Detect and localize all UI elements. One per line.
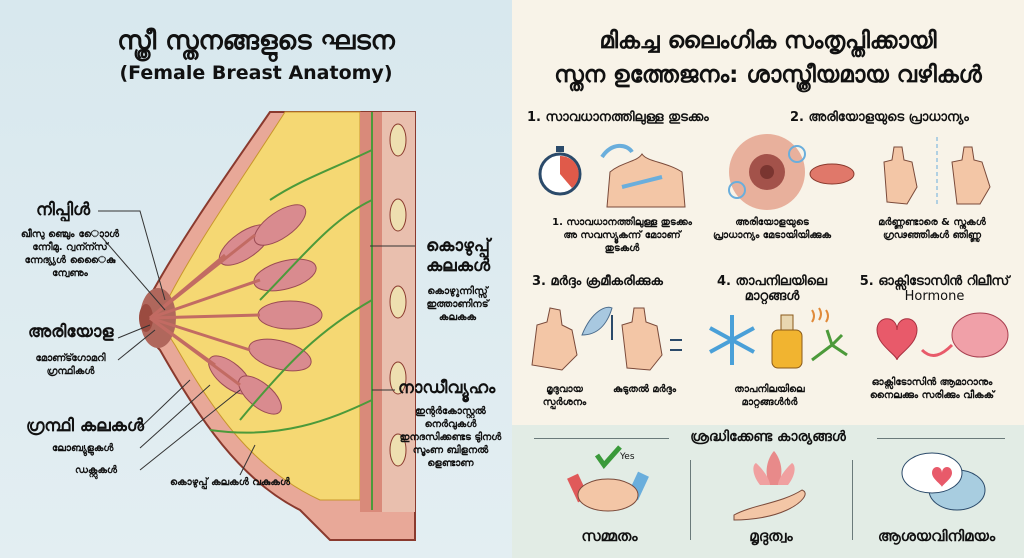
handshake-icon bbox=[567, 471, 649, 512]
label-nipple: നിപ്പിൾ bbox=[36, 200, 91, 220]
important-points-section: ശ്രദ്ധിക്കേണ്ട കാര്യങ്ങൾ Yes സമ്മതം മൃദു… bbox=[512, 425, 1024, 558]
step-5-desc: ഓക്സിടോസിൻ ആമാറാനും നൈലക്കും സരിക്കും വീ… bbox=[869, 377, 995, 401]
hand-left-icon bbox=[883, 146, 918, 205]
consent-label: സമ്മതം bbox=[581, 527, 638, 545]
torso-icon bbox=[606, 153, 686, 208]
snowflake-icon bbox=[709, 315, 755, 365]
heading-rule-left bbox=[534, 438, 669, 439]
label-nerves: നാഡീവ്യൂഹം bbox=[398, 378, 496, 398]
lips-icon bbox=[809, 163, 855, 185]
ducts-lines bbox=[149, 233, 261, 387]
step-2-heading: 2. അരിയോളയുടെ പ്രാധാന്യം bbox=[790, 110, 969, 125]
breast-anatomy-diagram bbox=[98, 111, 416, 541]
label-nipple-desc: ഖീസു ഞ്ചെും ൊോൾ ന്നേീമു. റ്വന്ന്സ് ന്നേദ… bbox=[20, 229, 120, 279]
label-fat-bottom: കൊഴുപ്പ് കലകൾ വകുകൾ bbox=[170, 477, 290, 488]
leader-lines bbox=[98, 210, 415, 476]
checkmark-icon bbox=[594, 445, 622, 470]
divider-1 bbox=[690, 460, 691, 540]
heart-icon bbox=[876, 318, 918, 361]
important-icons bbox=[567, 445, 986, 521]
step-3-heading: 3. മർദ്ദം ക്രമീകരിക്കുക bbox=[532, 274, 663, 289]
step-2-desc: അരിയോളയുടെ പ്രാധാന്യം മേടായിയിക്കുക bbox=[712, 217, 832, 241]
nerve-lines bbox=[209, 112, 373, 510]
ribs bbox=[389, 123, 407, 467]
step-1-desc: 1. സാവധാനത്തിലുള്ള തുടക്കം അ സവസ്യൂകന്ന്… bbox=[552, 217, 692, 254]
guide-title-line2: സ്തന ഉത്തേജനം: ശാസ്ത്രീയമായ വഴികൾ bbox=[554, 62, 982, 88]
step-4-desc: താപനിലയിലെ മാറ്റങ്ങൾ൪ർ bbox=[734, 384, 805, 408]
hand-right-icon bbox=[951, 146, 991, 205]
label-areola: അരിയോള bbox=[28, 322, 114, 342]
anatomy-panel: സ്ത്രീ സ്തനങ്ങളുടെ ഘടന (Female Breast An… bbox=[0, 0, 512, 558]
oil-bottle-icon bbox=[771, 314, 803, 369]
heat-waves-icon bbox=[811, 307, 829, 323]
row1-icons bbox=[538, 134, 991, 210]
divider-2 bbox=[852, 460, 853, 540]
step-2-desc2: മർണ്ണണ്ടാരെ & സ്നുകൾ ഗ്രഢഞ്ഞികൾ ഞിണ്ണു bbox=[878, 217, 986, 241]
gentleness-label: മൃദുത്വം bbox=[749, 527, 793, 545]
pressing-hand-icon bbox=[611, 307, 682, 371]
heading-rule-right bbox=[877, 438, 1005, 439]
connection-line bbox=[920, 343, 954, 357]
areola-closeup-icon bbox=[728, 134, 806, 210]
step-5-heading-hormone: Hormone bbox=[904, 289, 965, 304]
label-nerves-desc: ഇന്റർകോസ്റ്റൽ നെർവുകൾ ഇനദസിക്കണ്ടട ടിുനൾ… bbox=[399, 406, 502, 469]
step-3-desc: മൃദുവായ സ്പർശനം bbox=[542, 384, 587, 408]
step-1-heading: 1. സാവധാനത്തിലുള്ള തുടക്കം bbox=[527, 110, 709, 125]
row2-icons bbox=[531, 306, 1009, 371]
communication-label: ആശയവിനിമയം bbox=[877, 527, 996, 545]
label-areola-desc: മോണ്ട്ഗോമറി ഗ്രന്ഥികൾ bbox=[35, 353, 106, 377]
feather-icon bbox=[581, 306, 613, 336]
speech-bubbles-icon bbox=[901, 452, 986, 511]
guide-title-line1: മികച്ച ലൈംഗിക സംതൃപ്തിക്കായി bbox=[599, 28, 937, 54]
step-3-desc2: കുടുതൽ മർദ്ദം bbox=[612, 384, 677, 395]
neuron-icon bbox=[811, 329, 848, 362]
anatomy-subtitle: (Female Breast Anatomy) bbox=[119, 62, 393, 84]
yes-label: Yes bbox=[620, 452, 635, 462]
label-ducts: ഡക്റ്റുകൾ bbox=[75, 465, 118, 476]
step-4-heading: 4. താപനിലയിലെ മാറ്റങ്ങൾ bbox=[716, 274, 828, 304]
label-fatty-tissue-desc: കൊഴുുന്നിസ്സ് ഇത്താണിനട് കലകക bbox=[426, 286, 489, 323]
anatomy-title: സ്ത്രീ സ്തനങ്ങളുടെ ഘടന bbox=[117, 26, 395, 56]
step-5-heading: 5. ഓക്സിടോസിൻ റിലീസ് bbox=[859, 274, 1010, 289]
open-hand-icon bbox=[531, 307, 578, 371]
brain-icon bbox=[951, 312, 1009, 358]
label-glandular-tissue: ഗ്രന്ഥി കലകൾ bbox=[26, 416, 144, 436]
curved-arrow-icon bbox=[600, 143, 634, 159]
stopwatch-icon bbox=[538, 146, 582, 196]
fat-tissue bbox=[162, 111, 361, 501]
label-fatty-tissue: കൊഴുപ്പ് കലകൾ bbox=[425, 236, 491, 276]
lotus-hand-icon bbox=[733, 451, 806, 521]
label-lobules: ലോബ്യുളുകൾ bbox=[52, 443, 114, 454]
important-heading: ശ്രദ്ധിക്കേണ്ട കാര്യങ്ങൾ bbox=[690, 429, 846, 445]
